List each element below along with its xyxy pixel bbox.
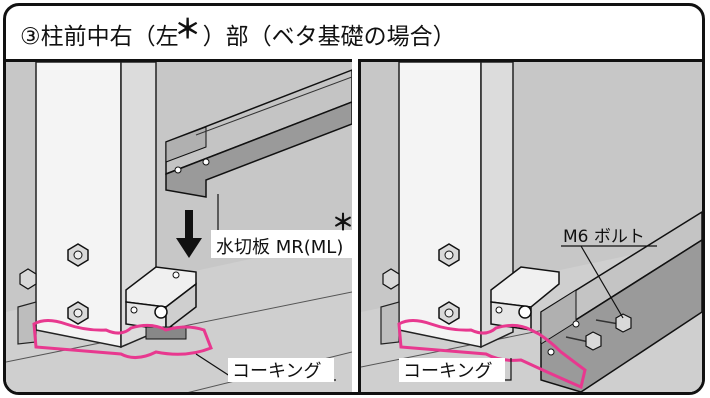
left-illustration-panel: 水切板 MR(ML) ＊ コーキング	[6, 59, 352, 392]
post-front-face	[398, 62, 482, 348]
caulking-label: コーキング	[403, 361, 492, 382]
right-illustration-panel: M6 ボルト コーキング	[358, 59, 702, 392]
caulking-label-bg	[228, 358, 334, 382]
part-label-bg	[211, 230, 352, 258]
hex-bolt-lower	[67, 301, 89, 325]
hex-bolt-side	[19, 268, 37, 290]
m6-bolt-upper	[595, 313, 632, 333]
base-plate-edge	[380, 301, 400, 345]
bracket	[490, 266, 560, 331]
step-title: ③柱前中右（左＊）部（ベタ基礎の場合）	[20, 14, 456, 58]
bracket	[125, 266, 197, 340]
title-asterisk: ＊	[174, 15, 201, 45]
caulking-outline	[32, 319, 213, 359]
hex-bolt-side	[382, 268, 400, 290]
part-label: 水切板 MR(ML)	[216, 237, 343, 258]
title-prefix: ③柱前中右（左	[20, 24, 179, 50]
hex-bolt-upper	[438, 243, 460, 267]
bolt-label: M6 ボルト	[563, 227, 645, 247]
hex-bolt-lower	[438, 301, 460, 325]
hex-bolt-upper	[67, 243, 89, 267]
right-illustration: M6 ボルト コーキング	[361, 62, 702, 392]
caulking-label: コーキング	[232, 361, 321, 382]
flashing-plate	[165, 69, 352, 198]
title-suffix: ）部（ベタ基礎の場合）	[202, 24, 456, 50]
caulking-outline	[397, 319, 587, 390]
left-illustration: 水切板 MR(ML) ＊ コーキング	[6, 62, 352, 392]
m6-bolt-lower	[565, 331, 602, 351]
caulking-label-bg	[399, 358, 505, 382]
instruction-frame: ③柱前中右（左＊）部（ベタ基礎の場合）	[3, 3, 705, 395]
down-arrow-icon	[176, 210, 202, 258]
part-label-asterisk: ＊	[332, 211, 352, 236]
bolt-leader-line	[580, 245, 624, 319]
post-side-face	[480, 62, 514, 349]
